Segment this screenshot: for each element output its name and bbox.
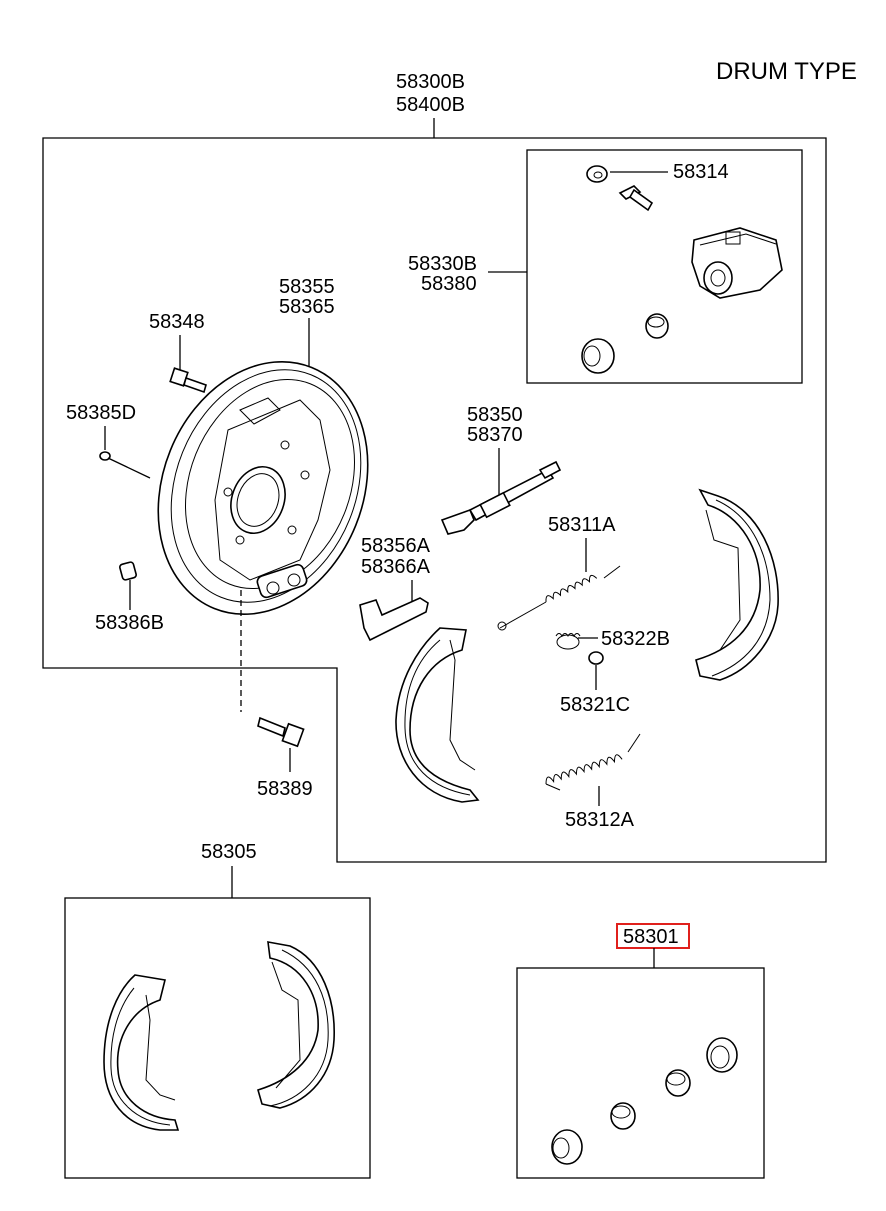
label-58389[interactable]: 58389	[257, 778, 313, 800]
label-58385d[interactable]: 58385D	[66, 402, 136, 424]
assembly-outline	[42, 137, 827, 863]
label-58305[interactable]: 58305	[201, 841, 257, 863]
label-58386b[interactable]: 58386B	[95, 612, 164, 634]
lower-spring-icon	[545, 733, 641, 791]
label-58330b[interactable]: 58330B	[408, 253, 477, 275]
bleeder-cap-icon	[586, 165, 608, 183]
label-58322b[interactable]: 58322B	[601, 628, 670, 650]
label-58312a[interactable]: 58312A	[565, 809, 635, 831]
plug-icon	[119, 561, 137, 581]
backing-plate-icon	[157, 360, 369, 616]
mounting-bolt-icon	[257, 716, 305, 748]
label-58311a[interactable]: 58311A	[548, 514, 616, 536]
label-58380[interactable]: 58380	[421, 273, 477, 295]
kit-cup-small-icon	[610, 1102, 636, 1130]
wheel-cylinder-box	[526, 149, 803, 384]
spring-cup-icon	[588, 651, 604, 665]
label-58356a[interactable]: 58356A	[361, 535, 431, 557]
label-58400b[interactable]: 58400B	[396, 94, 465, 116]
piston-icon	[645, 313, 669, 339]
left-brake-shoe-icon	[395, 627, 480, 803]
upper-spring-icon	[497, 565, 621, 631]
kit-right-shoe-icon	[257, 941, 335, 1109]
right-brake-shoe-icon	[695, 488, 779, 681]
label-58365[interactable]: 58365	[279, 296, 335, 318]
kit-left-shoe-icon	[103, 974, 180, 1131]
adjuster-icon	[440, 460, 562, 535]
label-58350[interactable]: 58350	[467, 404, 523, 426]
bolt-icon	[169, 367, 207, 394]
label-58314[interactable]: 58314	[673, 161, 729, 183]
diagram-title: DRUM TYPE	[716, 58, 857, 85]
kit-cup-large-icon	[665, 1069, 691, 1097]
label-58300b[interactable]: 58300B	[396, 71, 465, 93]
hold-down-pin-icon	[99, 451, 151, 479]
label-58355[interactable]: 58355	[279, 276, 335, 298]
kit-seal-ring-icon	[706, 1037, 738, 1073]
lever-icon	[359, 597, 429, 642]
wheel-cylinder-icon	[691, 227, 783, 299]
label-58321c[interactable]: 58321C	[560, 694, 630, 716]
dust-boot-icon	[581, 338, 615, 374]
label-58366a[interactable]: 58366A	[361, 556, 431, 578]
kit-dust-boot-icon	[551, 1129, 583, 1165]
shoe-kit-box	[64, 897, 371, 1179]
label-58301[interactable]: 58301	[623, 926, 679, 948]
label-58348[interactable]: 58348	[149, 311, 205, 333]
highlight-58301[interactable]	[616, 923, 690, 949]
label-58370[interactable]: 58370	[467, 424, 523, 446]
cylinder-kit-box	[516, 967, 765, 1179]
bleeder-screw-icon	[618, 185, 654, 212]
small-spring-icon	[555, 633, 581, 650]
